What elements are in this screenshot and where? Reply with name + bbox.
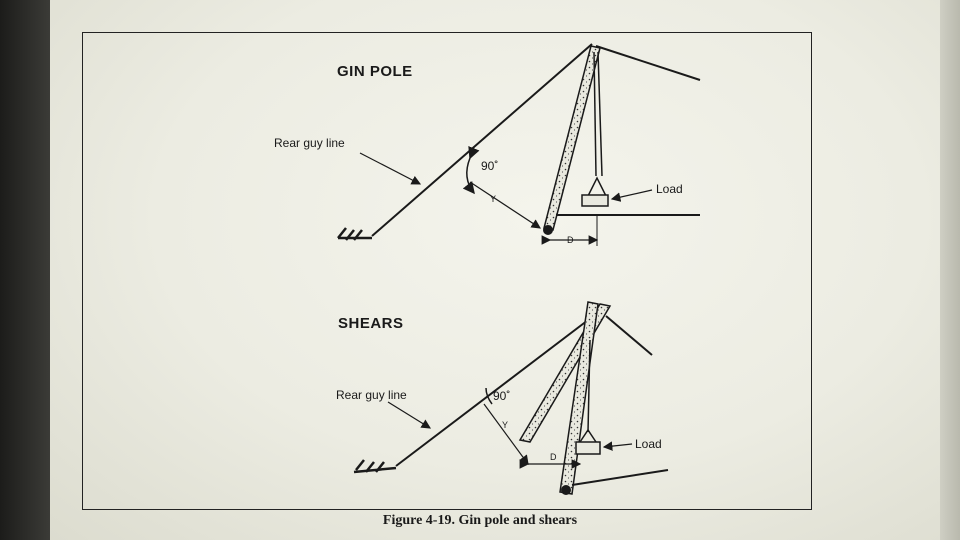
gin-pole-rear-guy-label: Rear guy line [274, 136, 345, 150]
gin-pole-title: GIN POLE [337, 63, 413, 80]
figure-frame [82, 32, 812, 510]
shears-y-dimension [483, 403, 529, 465]
gin-pole-sling [587, 176, 607, 197]
gin-pole-tackle-line [593, 51, 597, 177]
document-page [50, 0, 940, 540]
shears-load-arrow [602, 441, 633, 451]
shears-front-guy-line [605, 315, 653, 356]
shears-title: SHEARS [338, 315, 404, 332]
shears-leg-front [559, 301, 599, 495]
gin-pole-base [543, 225, 553, 235]
monitor-bezel-left [0, 0, 50, 540]
shears-rear-guy-label: Rear guy line [336, 388, 407, 402]
shears-rear-guy-arrow [387, 401, 432, 429]
shears-tackle-line [587, 339, 591, 433]
gin-pole-tackle-line-2 [597, 51, 603, 177]
shears-sling [579, 428, 597, 443]
gin-pole-angle-arc [462, 146, 480, 195]
shears-angle-label: 90˚ [493, 389, 511, 403]
gin-pole-y-label: Y [490, 194, 497, 204]
gin-pole-front-guy-line [595, 45, 701, 81]
shears-leg-back [518, 303, 612, 443]
gin-pole-d-label: D [567, 235, 574, 245]
shears-ground-line [571, 469, 669, 486]
figure-caption: Figure 4-19. Gin pole and shears [382, 513, 578, 528]
shears-anchor [353, 459, 397, 474]
shears-load [575, 441, 601, 455]
shears-rear-guy-line [395, 313, 597, 467]
shears-load-label: Load [635, 437, 662, 451]
shears-d-label: D [550, 452, 557, 462]
shears-figure [353, 301, 669, 495]
gin-pole-rear-guy-line [371, 43, 593, 237]
gin-pole-angle-label: 90˚ [481, 159, 499, 173]
gin-pole-rear-guy-arrow [359, 152, 422, 185]
shears-base [561, 485, 571, 495]
shears-y-label: Y [502, 420, 509, 430]
gin-pole-y-dimension [469, 181, 542, 229]
gin-pole-anchor [337, 227, 372, 241]
gin-pole-load [581, 194, 609, 207]
gin-pole-load-arrow [610, 189, 653, 202]
gin-pole-load-label: Load [656, 182, 683, 196]
gin-pole-figure [337, 43, 701, 246]
shears-angle-arc [485, 387, 493, 405]
